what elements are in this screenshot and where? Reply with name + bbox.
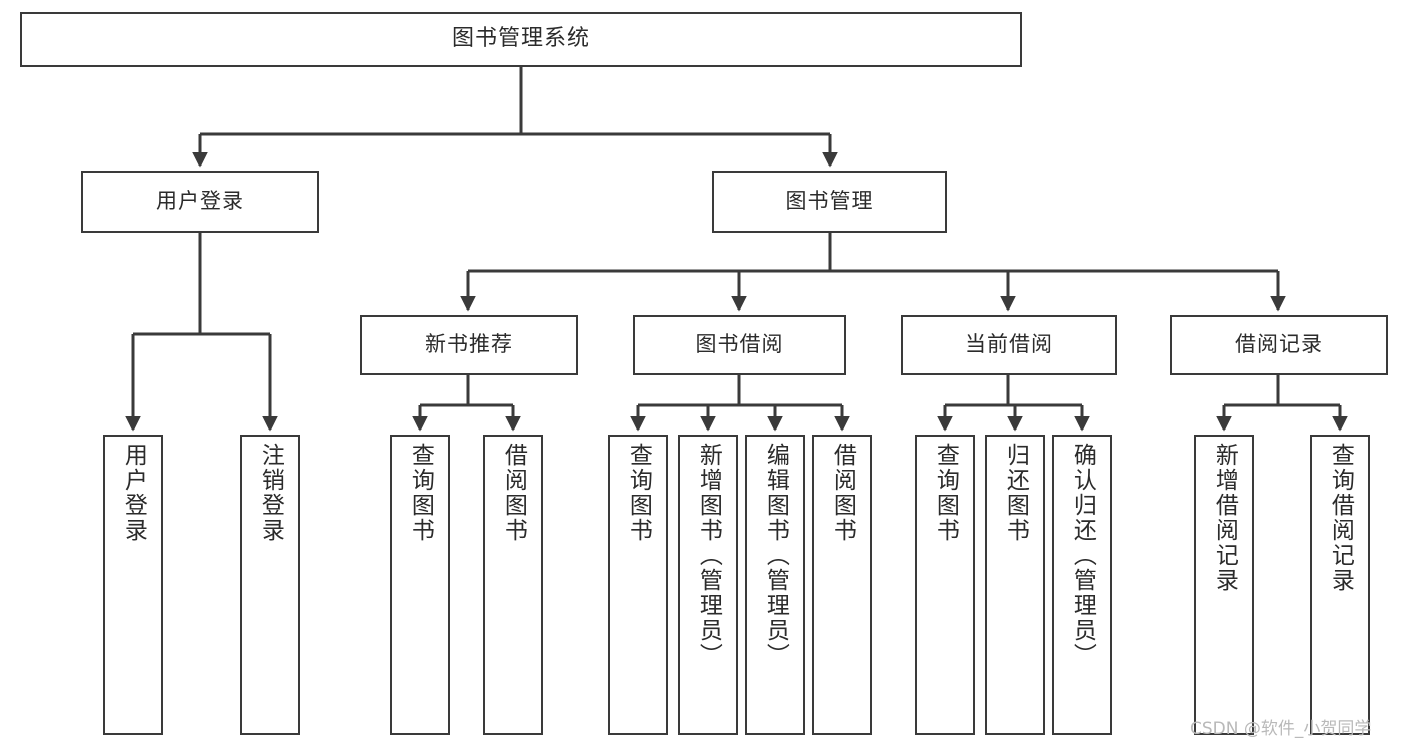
leaf-borrow-book[interactable]: 借阅图书 bbox=[812, 435, 872, 735]
leaf-confirm-return-admin-label: 确认归还（管理员） bbox=[1069, 443, 1096, 668]
node-book-management-label: 图书管理 bbox=[785, 189, 874, 214]
node-book-borrow-label: 图书借阅 bbox=[695, 332, 784, 357]
node-book-borrow[interactable]: 图书借阅 bbox=[633, 315, 846, 375]
leaf-query-book-current-label: 查询图书 bbox=[932, 443, 959, 543]
leaf-borrow-book-newbook-label: 借阅图书 bbox=[500, 443, 527, 543]
node-current-borrow-label: 当前借阅 bbox=[965, 332, 1053, 357]
node-new-book-recommend-label: 新书推荐 bbox=[425, 332, 513, 357]
node-borrow-record[interactable]: 借阅记录 bbox=[1170, 315, 1388, 375]
node-root-label: 图书管理系统 bbox=[451, 26, 590, 52]
leaf-return-book-label: 归还图书 bbox=[1002, 443, 1029, 543]
leaf-borrow-book-newbook[interactable]: 借阅图书 bbox=[483, 435, 543, 735]
leaf-logout-login[interactable]: 注销登录 bbox=[240, 435, 300, 735]
leaf-user-login-label: 用户登录 bbox=[120, 443, 147, 543]
node-book-management[interactable]: 图书管理 bbox=[712, 171, 947, 233]
node-current-borrow[interactable]: 当前借阅 bbox=[901, 315, 1117, 375]
leaf-return-book[interactable]: 归还图书 bbox=[985, 435, 1045, 735]
leaf-user-login[interactable]: 用户登录 bbox=[103, 435, 163, 735]
leaf-add-borrow-record[interactable]: 新增借阅记录 bbox=[1194, 435, 1254, 735]
leaf-add-book-admin[interactable]: 新增图书（管理员） bbox=[678, 435, 738, 735]
node-user-login-label: 用户登录 bbox=[156, 189, 244, 214]
node-new-book-recommend[interactable]: 新书推荐 bbox=[360, 315, 578, 375]
node-root[interactable]: 图书管理系统 bbox=[20, 12, 1022, 67]
leaf-edit-book-admin-label: 编辑图书（管理员） bbox=[762, 443, 789, 668]
leaf-edit-book-admin[interactable]: 编辑图书（管理员） bbox=[745, 435, 805, 735]
leaf-query-book-current[interactable]: 查询图书 bbox=[915, 435, 975, 735]
leaf-confirm-return-admin[interactable]: 确认归还（管理员） bbox=[1052, 435, 1112, 735]
watermark: CSDN @软件_小贺同学 bbox=[1190, 719, 1372, 739]
leaf-query-book-borrow-label: 查询图书 bbox=[625, 443, 652, 543]
node-user-login[interactable]: 用户登录 bbox=[81, 171, 319, 233]
leaf-query-book-newbook-label: 查询图书 bbox=[407, 443, 434, 543]
leaf-query-book-borrow[interactable]: 查询图书 bbox=[608, 435, 668, 735]
node-borrow-record-label: 借阅记录 bbox=[1235, 332, 1323, 357]
leaf-logout-login-label: 注销登录 bbox=[257, 443, 284, 543]
leaf-query-book-newbook[interactable]: 查询图书 bbox=[390, 435, 450, 735]
leaf-query-borrow-record-label: 查询借阅记录 bbox=[1327, 443, 1354, 593]
leaf-query-borrow-record[interactable]: 查询借阅记录 bbox=[1310, 435, 1370, 735]
leaf-add-borrow-record-label: 新增借阅记录 bbox=[1211, 443, 1238, 593]
leaf-add-book-admin-label: 新增图书（管理员） bbox=[695, 443, 722, 668]
leaf-borrow-book-label: 借阅图书 bbox=[829, 443, 856, 543]
